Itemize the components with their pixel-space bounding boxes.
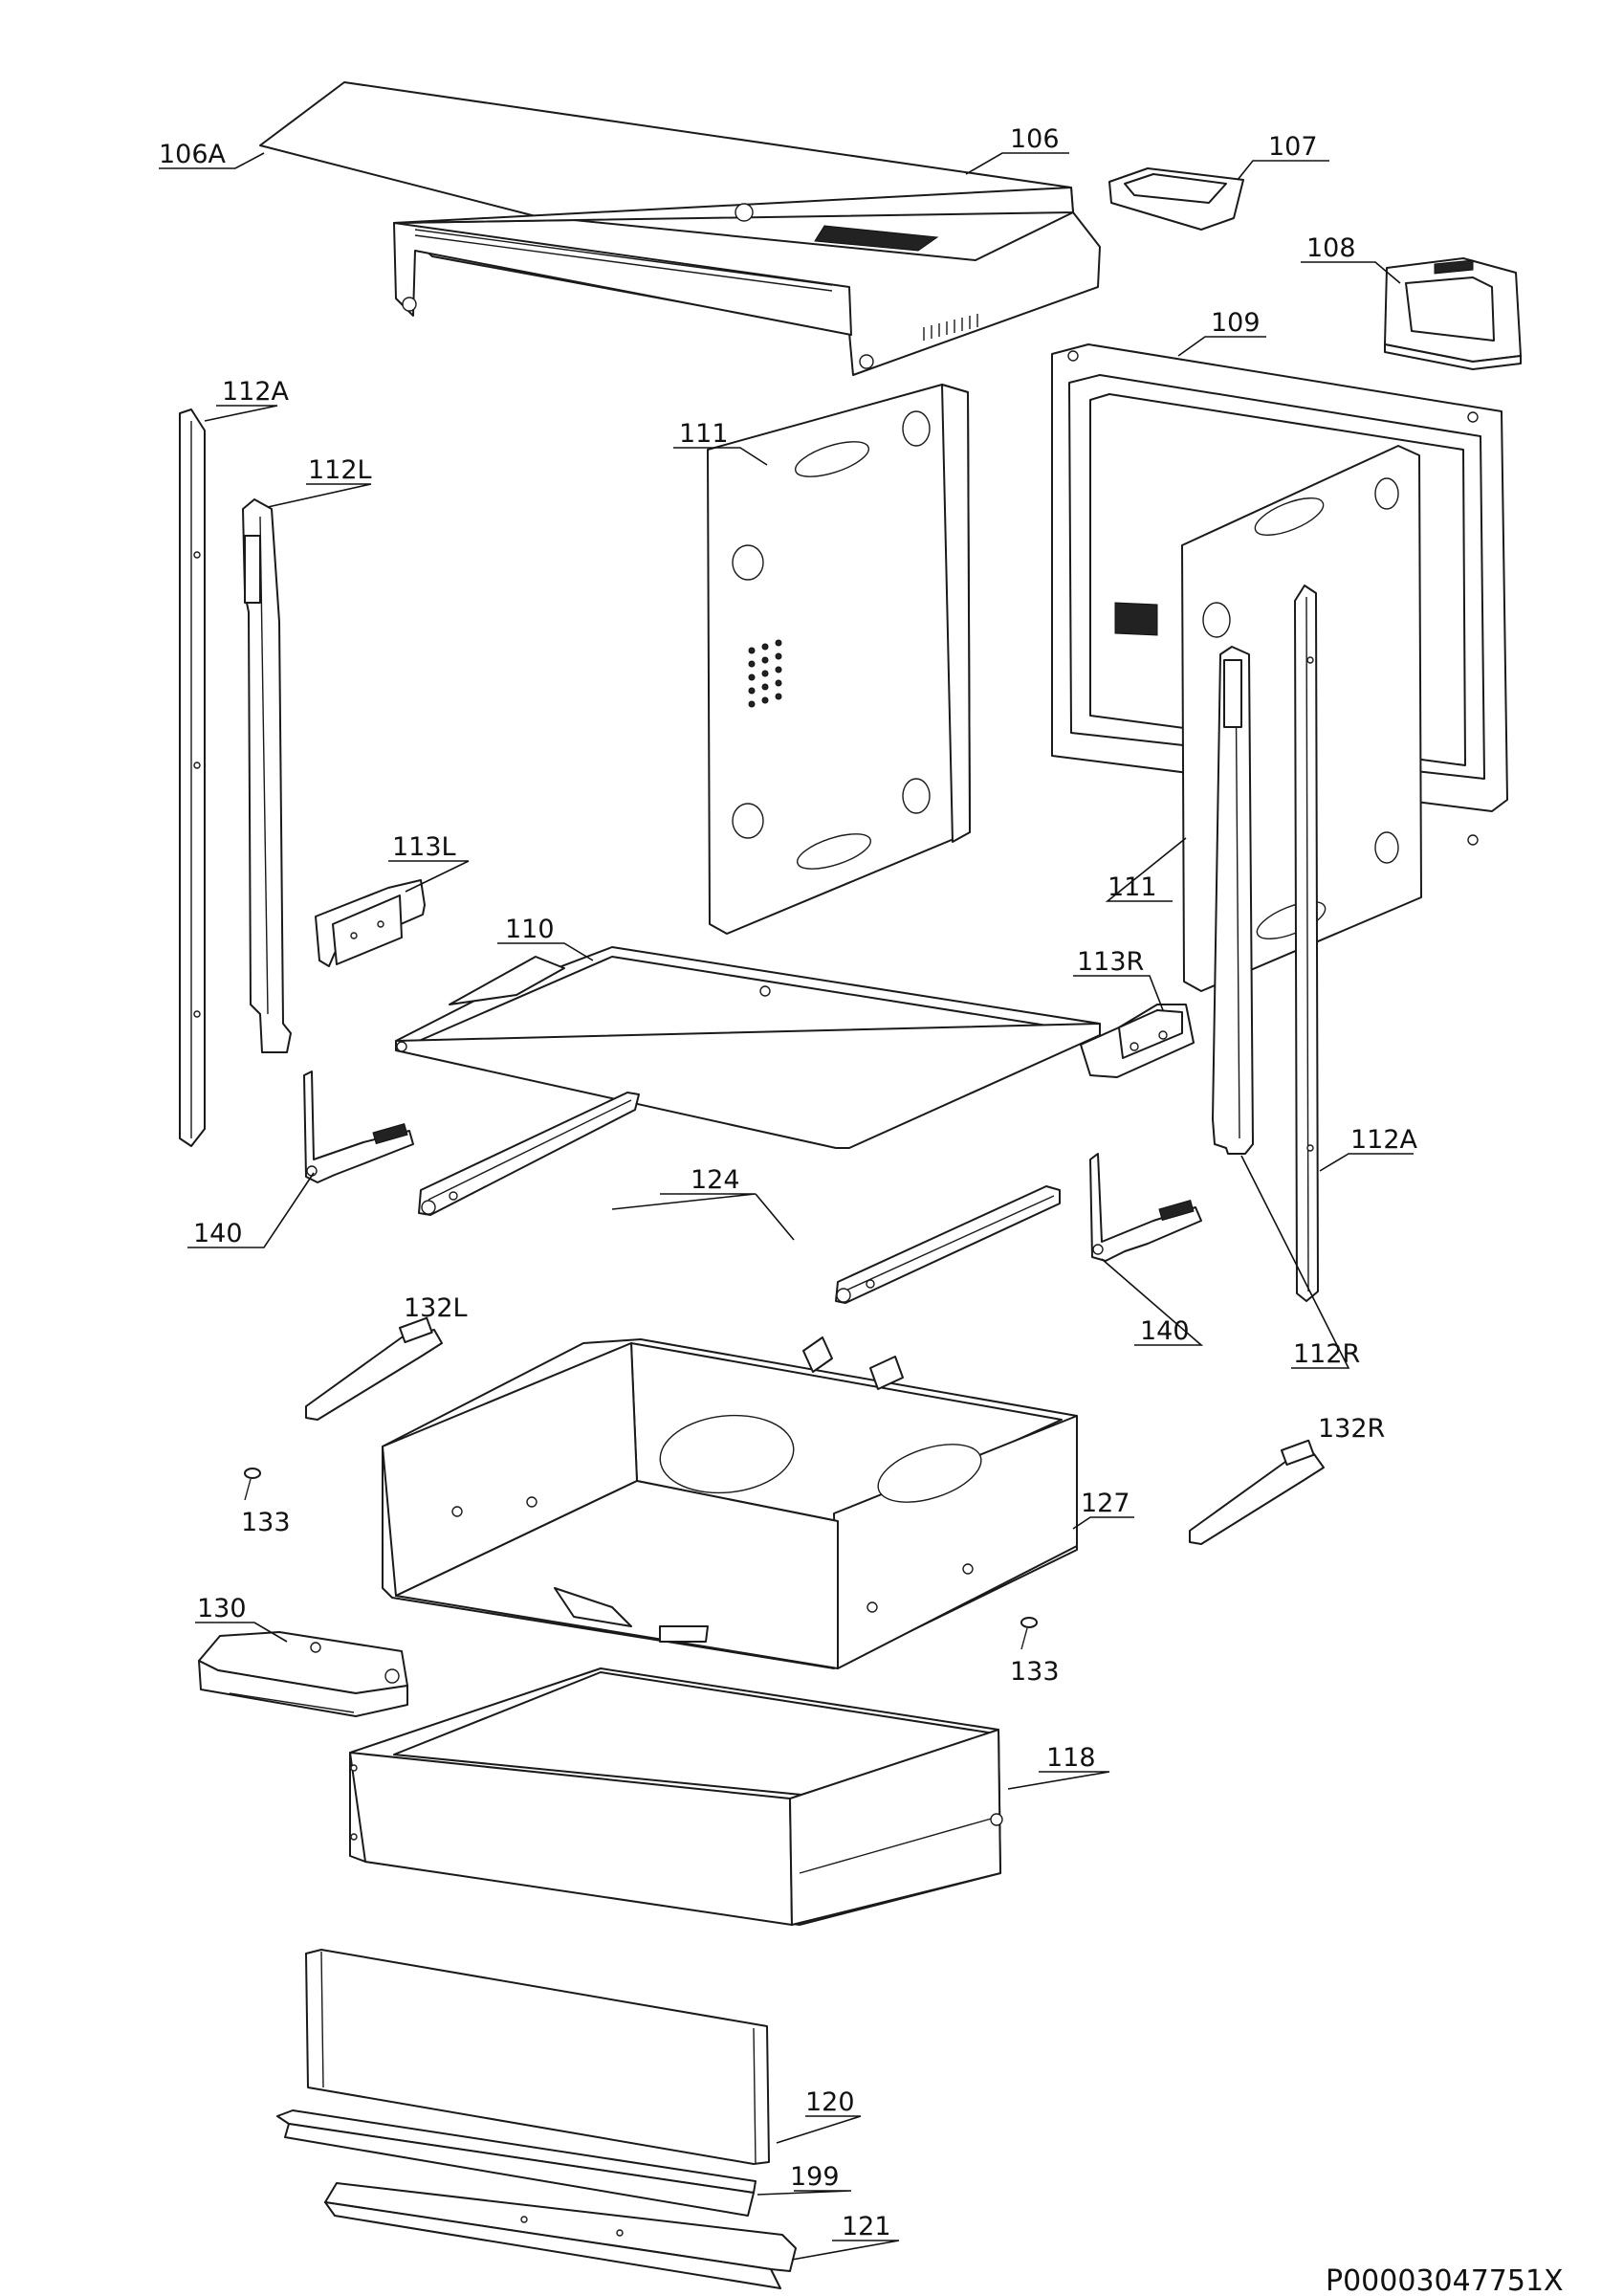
callout-124: 124 (691, 1165, 740, 1195)
callout-199: 199 (790, 2162, 840, 2192)
callout-120: 120 (805, 2087, 855, 2117)
part-199-trim-strip (276, 2109, 757, 2217)
part-127-drawer-housing (382, 1336, 1078, 1669)
part-118-drawer (349, 1667, 1003, 1926)
callout-133-left: 133 (241, 1508, 291, 1537)
callout-106: 106 (1010, 124, 1060, 154)
part-112R-bracket (1212, 646, 1254, 1155)
callout-113L: 113L (392, 832, 456, 862)
part-140-hinge-left (303, 1071, 414, 1183)
callout-112R: 112R (1293, 1339, 1360, 1369)
part-133-screw-right (1020, 1617, 1038, 1650)
callout-118: 118 (1046, 1743, 1096, 1773)
vent-slots (923, 314, 978, 341)
part-110-bottom-frame (395, 946, 1101, 1149)
callout-133-right: 133 (1010, 1657, 1060, 1687)
dot-grid (748, 639, 782, 708)
callout-111-upper: 111 (679, 419, 729, 449)
callout-127: 127 (1081, 1489, 1130, 1518)
callout-132R: 132R (1318, 1414, 1385, 1444)
part-106-top-cover (259, 81, 1101, 376)
callout-leaders (159, 152, 1414, 2261)
callout-112L: 112L (308, 455, 372, 485)
part-111-side-panel-upper (707, 384, 971, 935)
part-121-handle (324, 2182, 797, 2289)
part-107-bracket (1108, 167, 1244, 231)
part-130-cover-box (198, 1631, 408, 1717)
callout-106A: 106A (159, 140, 227, 169)
callout-labels: 106A 106 107 108 109 112A 112L 111 113L … (159, 124, 1564, 2296)
callout-121: 121 (842, 2212, 891, 2241)
part-124-rail-left (418, 1092, 640, 1216)
part-112A-rail-left (179, 408, 206, 1147)
part-132R-slide (1189, 1439, 1325, 1545)
callout-112A-right: 112A (1350, 1125, 1418, 1155)
part-124-rail-right (835, 1185, 1061, 1304)
part-140-hinge-right (1089, 1153, 1202, 1262)
callout-140-right: 140 (1140, 1316, 1190, 1346)
callout-107: 107 (1268, 132, 1318, 162)
part-112L-bracket (242, 498, 292, 1053)
callout-109: 109 (1211, 308, 1261, 338)
drawing-code: P00003047751X (1326, 2264, 1564, 2296)
part-113L-bracket (315, 879, 426, 967)
part-108-control-module (1384, 257, 1522, 370)
callout-110: 110 (505, 915, 555, 944)
part-112A-rail-right (1294, 585, 1319, 1302)
callout-140-left: 140 (193, 1219, 243, 1248)
callout-113R: 113R (1077, 947, 1144, 977)
callout-111-lower: 111 (1108, 872, 1157, 902)
callout-108: 108 (1306, 233, 1356, 263)
part-132L-slide (305, 1316, 443, 1421)
callout-130: 130 (197, 1594, 247, 1623)
callout-112A-left: 112A (222, 377, 290, 407)
part-113R-bracket (1080, 1004, 1195, 1078)
callout-132L: 132L (404, 1293, 468, 1323)
part-120-front-panel (305, 1949, 770, 2165)
part-133-screw-left (244, 1468, 261, 1501)
